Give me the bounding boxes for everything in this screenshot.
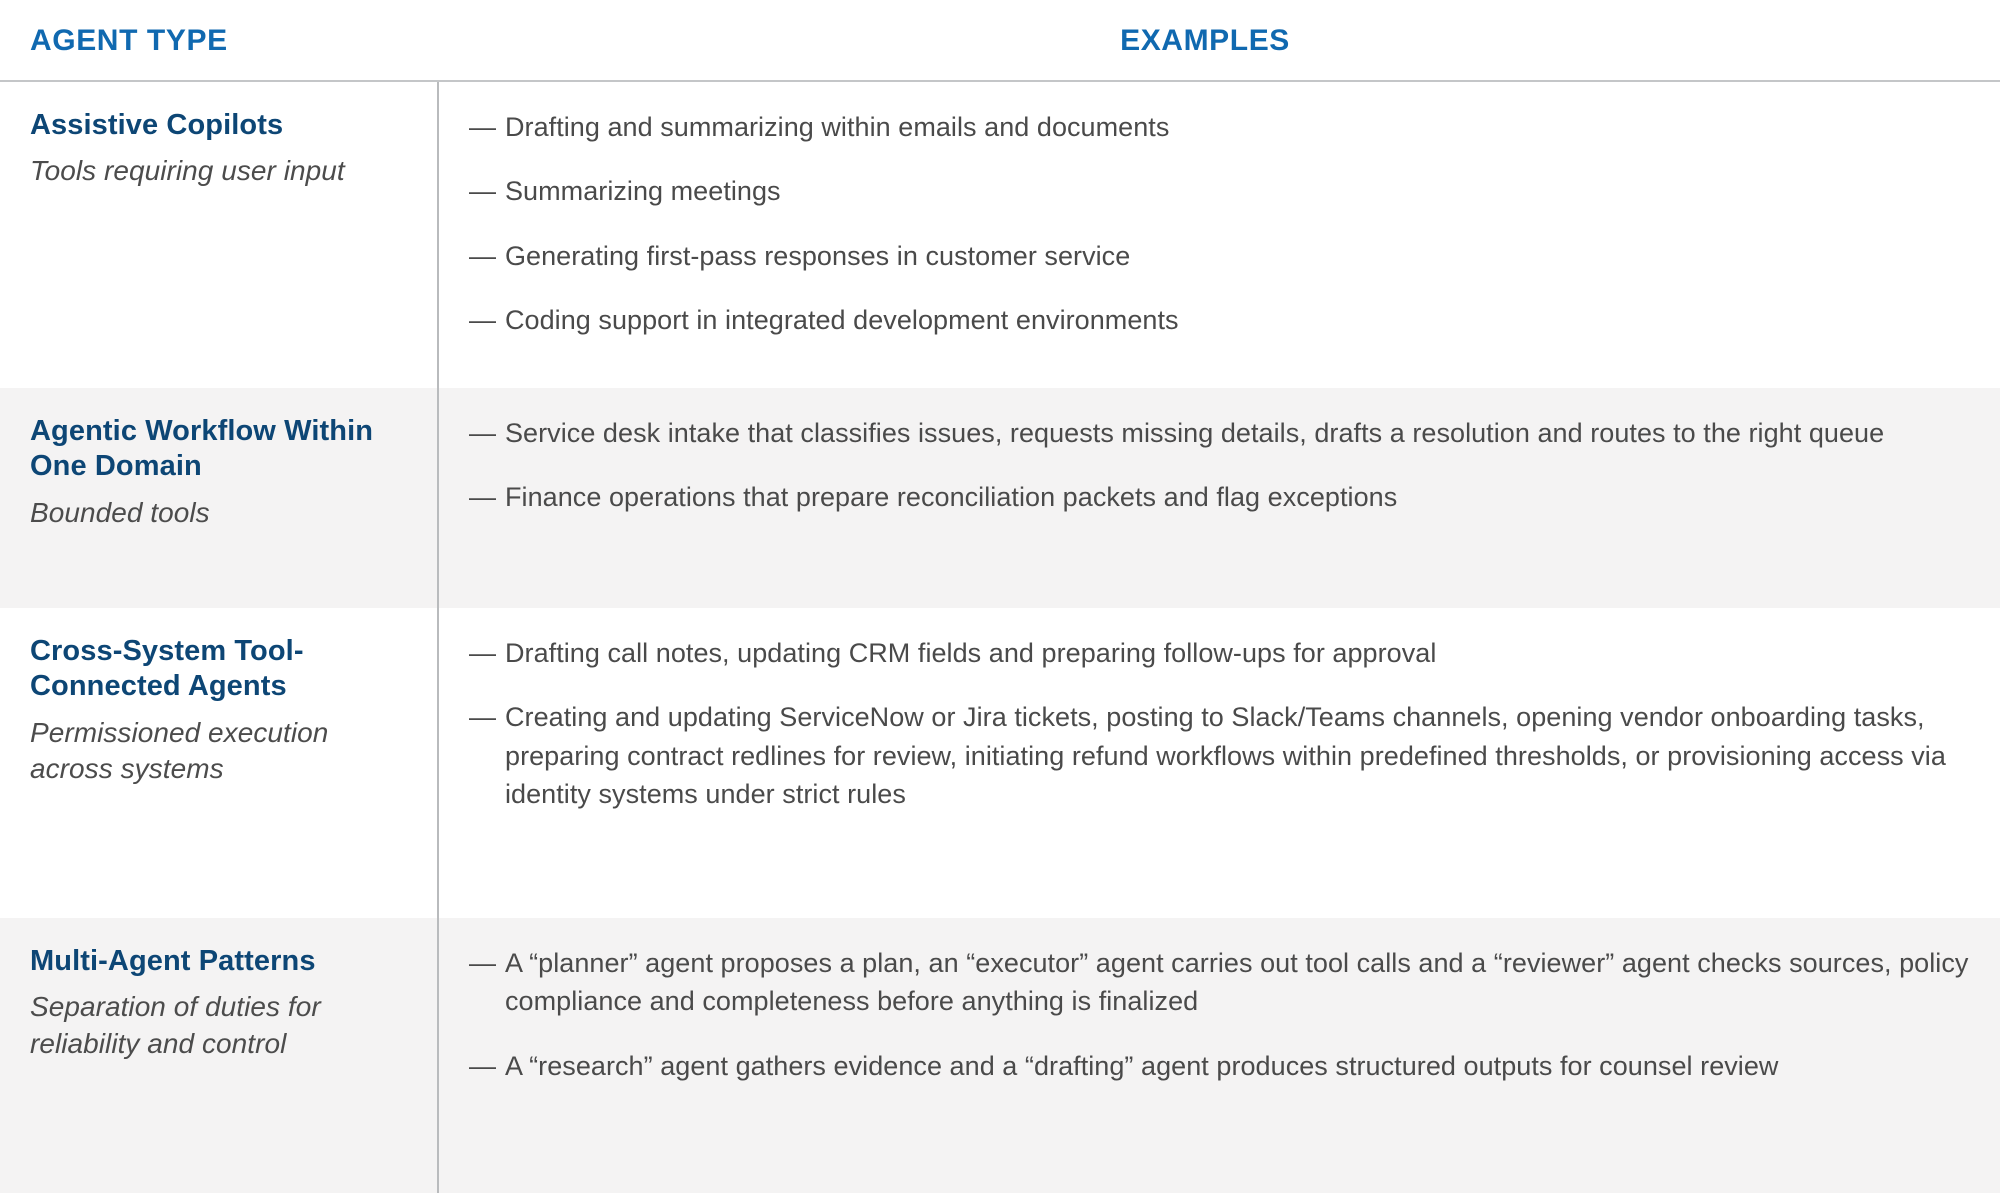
agent-type-title: Multi-Agent Patterns xyxy=(30,945,316,977)
table-header-row: AGENT TYPE EXAMPLES xyxy=(0,0,2000,82)
list-item: — A “planner” agent proposes a plan, an “… xyxy=(469,944,1970,1021)
column-header-agent-type: AGENT TYPE xyxy=(30,24,228,57)
list-item-text: Creating and updating ServiceNow or Jira… xyxy=(505,702,1946,809)
dash-icon: — xyxy=(469,112,497,142)
list-item: — A “research” agent gathers evidence and… xyxy=(469,1047,1970,1085)
list-item: — Creating and updating ServiceNow or Jir… xyxy=(469,698,1970,813)
agent-type-title: Agentic Workflow Within One Domain xyxy=(30,415,374,483)
list-item-text: Drafting call notes, updating CRM fields… xyxy=(505,638,1437,668)
list-item: — Drafting and summarizing within emails … xyxy=(469,108,1970,146)
list-item-text: Generating first-pass responses in custo… xyxy=(505,240,1131,271)
agent-type-subtitle: Bounded tools xyxy=(30,496,210,528)
list-item-text: A “planner” agent proposes a plan, an “e… xyxy=(505,948,1969,1017)
examples-cell: — A “planner” agent proposes a plan, an “… xyxy=(437,918,2000,1193)
list-item-text: Finance operations that prepare reconcil… xyxy=(505,482,1398,513)
examples-list: — Service desk intake that classifies iss… xyxy=(469,414,1970,517)
agent-type-cell: Agentic Workflow Within One Domain Bound… xyxy=(0,388,437,608)
list-item-text: A “research” agent gathers evidence and … xyxy=(505,1050,1779,1081)
list-item-text: Coding support in integrated development… xyxy=(505,304,1179,335)
examples-cell: — Drafting call notes, updating CRM field… xyxy=(437,608,2000,918)
dash-icon: — xyxy=(469,176,497,207)
list-item-text: Drafting and summarizing within emails a… xyxy=(505,112,1170,142)
list-item-text: Service desk intake that classifies issu… xyxy=(505,418,1885,448)
column-header-examples: EXAMPLES xyxy=(1120,24,1290,57)
agent-type-subtitle: Permissioned execution across systems xyxy=(30,716,329,785)
list-item: — Service desk intake that classifies iss… xyxy=(469,414,1970,452)
examples-cell: — Drafting and summarizing within emails … xyxy=(437,82,2000,388)
examples-list: — Drafting and summarizing within emails … xyxy=(469,108,1970,339)
agent-type-subtitle: Separation of duties for reliability and… xyxy=(30,991,321,1059)
table-row: Agentic Workflow Within One Domain Bound… xyxy=(0,388,2000,608)
dash-icon: — xyxy=(469,638,497,668)
list-item-text: Summarizing meetings xyxy=(505,176,781,207)
dash-icon: — xyxy=(469,304,497,335)
dash-icon: — xyxy=(469,1050,497,1081)
list-item: — Coding support in integrated developmen… xyxy=(469,301,1970,339)
agent-type-subtitle: Tools requiring user input xyxy=(30,155,345,187)
agent-type-title: Assistive Copilots xyxy=(30,109,284,141)
dash-icon: — xyxy=(469,240,497,271)
agent-type-cell: Multi-Agent Patterns Separation of dutie… xyxy=(0,918,437,1193)
dash-icon: — xyxy=(469,948,497,978)
agent-type-title: Cross-System Tool-Connected Agents xyxy=(30,635,304,703)
agent-type-cell: Cross-System Tool-Connected Agents Permi… xyxy=(0,608,437,918)
list-item: — Drafting call notes, updating CRM field… xyxy=(469,634,1970,672)
column-divider xyxy=(437,82,439,1193)
examples-list: — Drafting call notes, updating CRM field… xyxy=(469,634,1970,813)
dash-icon: — xyxy=(469,482,497,513)
dash-icon: — xyxy=(469,418,497,448)
list-item: — Finance operations that prepare reconci… xyxy=(469,478,1970,516)
table-row: Assistive Copilots Tools requiring user … xyxy=(0,82,2000,388)
list-item: — Generating first-pass responses in cust… xyxy=(469,237,1970,275)
list-item: — Summarizing meetings xyxy=(469,172,1970,210)
dash-icon: — xyxy=(469,702,497,733)
table-row: Cross-System Tool-Connected Agents Permi… xyxy=(0,608,2000,918)
agent-type-cell: Assistive Copilots Tools requiring user … xyxy=(0,82,437,388)
examples-cell: — Service desk intake that classifies iss… xyxy=(437,388,2000,608)
table-row: Multi-Agent Patterns Separation of dutie… xyxy=(0,918,2000,1193)
examples-list: — A “planner” agent proposes a plan, an “… xyxy=(469,944,1970,1085)
